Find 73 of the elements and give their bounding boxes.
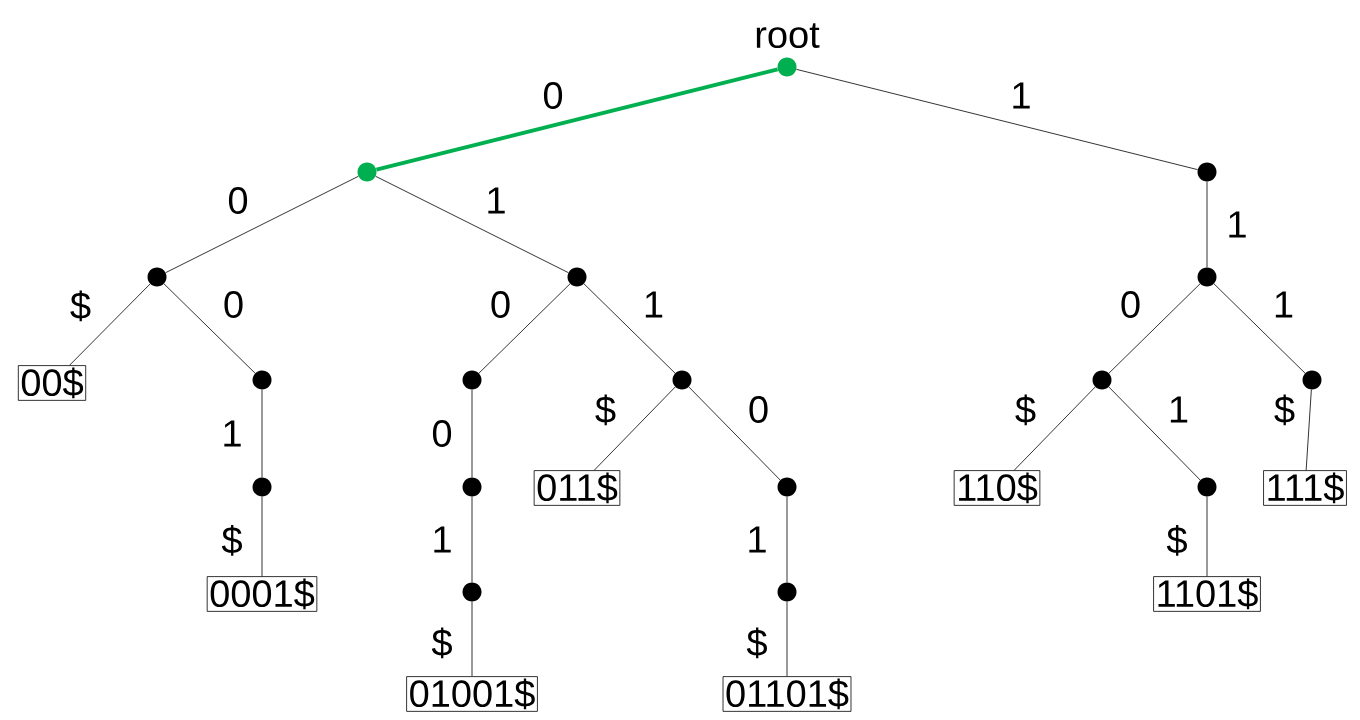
edge-label: 1 [1009, 81, 1033, 110]
tree-edge [163, 283, 256, 374]
tree-edge [69, 283, 151, 366]
edge-label: 1 [484, 186, 508, 215]
leaf-box: 0001$ [206, 576, 318, 612]
tree-edge [1108, 283, 1201, 374]
tree-edge [375, 67, 779, 172]
tree-edge [471, 601, 473, 677]
tree-node-dot [357, 162, 377, 182]
tree-node-dot [672, 370, 692, 390]
tree-edge [786, 601, 788, 677]
node-label: root [756, 23, 820, 49]
edge-label: 1 [1271, 290, 1296, 319]
leaf-box: 01101$ [722, 676, 852, 712]
tree-node-dot [1197, 162, 1217, 182]
edge-label: $ [220, 524, 244, 557]
tree-edge [165, 175, 359, 274]
tree-edge [1206, 181, 1208, 268]
tree-edge [478, 283, 571, 374]
tree-edge [261, 389, 263, 478]
tree-node-dot [777, 477, 797, 497]
tree-node-dot [1092, 370, 1112, 390]
leaf-box: 1101$ [1153, 576, 1261, 612]
edge-label: 0 [488, 290, 513, 319]
leaf-box: 00$ [17, 365, 87, 401]
edge-label: $ [1272, 393, 1297, 427]
edge-label: 0 [1118, 290, 1143, 319]
tree-node-dot [567, 267, 587, 287]
edge-label: 1 [1225, 210, 1249, 239]
tree-node-dot [462, 477, 482, 497]
edge-label: 1 [745, 525, 769, 554]
tree-node-dot [462, 370, 482, 390]
tree-node-dot [1197, 267, 1217, 287]
edge-label: $ [745, 626, 769, 660]
tree-edge [583, 283, 676, 374]
leaf-box: 011$ [533, 470, 621, 506]
tree-edge [593, 386, 676, 471]
edge-label: $ [1013, 393, 1038, 427]
tree-node-dot [777, 582, 797, 602]
edge-label: 0 [746, 395, 771, 424]
edge-label: 1 [430, 525, 454, 554]
edge-label: 1 [1166, 395, 1191, 424]
edge-label: 1 [220, 419, 244, 448]
leaf-box: 110$ [953, 470, 1041, 506]
leaf-box: 111$ [1263, 470, 1347, 506]
tree-edge [375, 175, 569, 274]
tree-edge [471, 389, 473, 478]
tree-node-dot [252, 477, 272, 497]
tree-edge [1213, 283, 1306, 374]
edge-label: 1 [641, 290, 666, 319]
edge-label: $ [593, 393, 618, 427]
tree-node-dot [462, 582, 482, 602]
tree-edge [786, 496, 788, 583]
edge-label: 0 [541, 81, 565, 110]
leaf-box: 01001$ [406, 676, 538, 712]
tree-edge [688, 386, 781, 481]
tree-edge [471, 496, 473, 583]
tree-edge [1013, 386, 1096, 471]
edge-label: 0 [221, 290, 246, 319]
edge-label: $ [430, 626, 454, 660]
tree-edge [1108, 386, 1201, 481]
edge-label: $ [1165, 524, 1189, 557]
tree-edge [1206, 496, 1208, 577]
tree-edge [1305, 389, 1312, 471]
tree-edge [261, 496, 263, 577]
edge-label: 0 [430, 419, 454, 448]
tree-edge [796, 68, 1198, 171]
tree-node-dot [1302, 370, 1322, 390]
edge-label: $ [68, 289, 93, 323]
edge-label: 0 [226, 186, 250, 215]
tree-node-dot [147, 267, 167, 287]
tree-node-dot [252, 370, 272, 390]
tree-node-dot [1197, 477, 1217, 497]
